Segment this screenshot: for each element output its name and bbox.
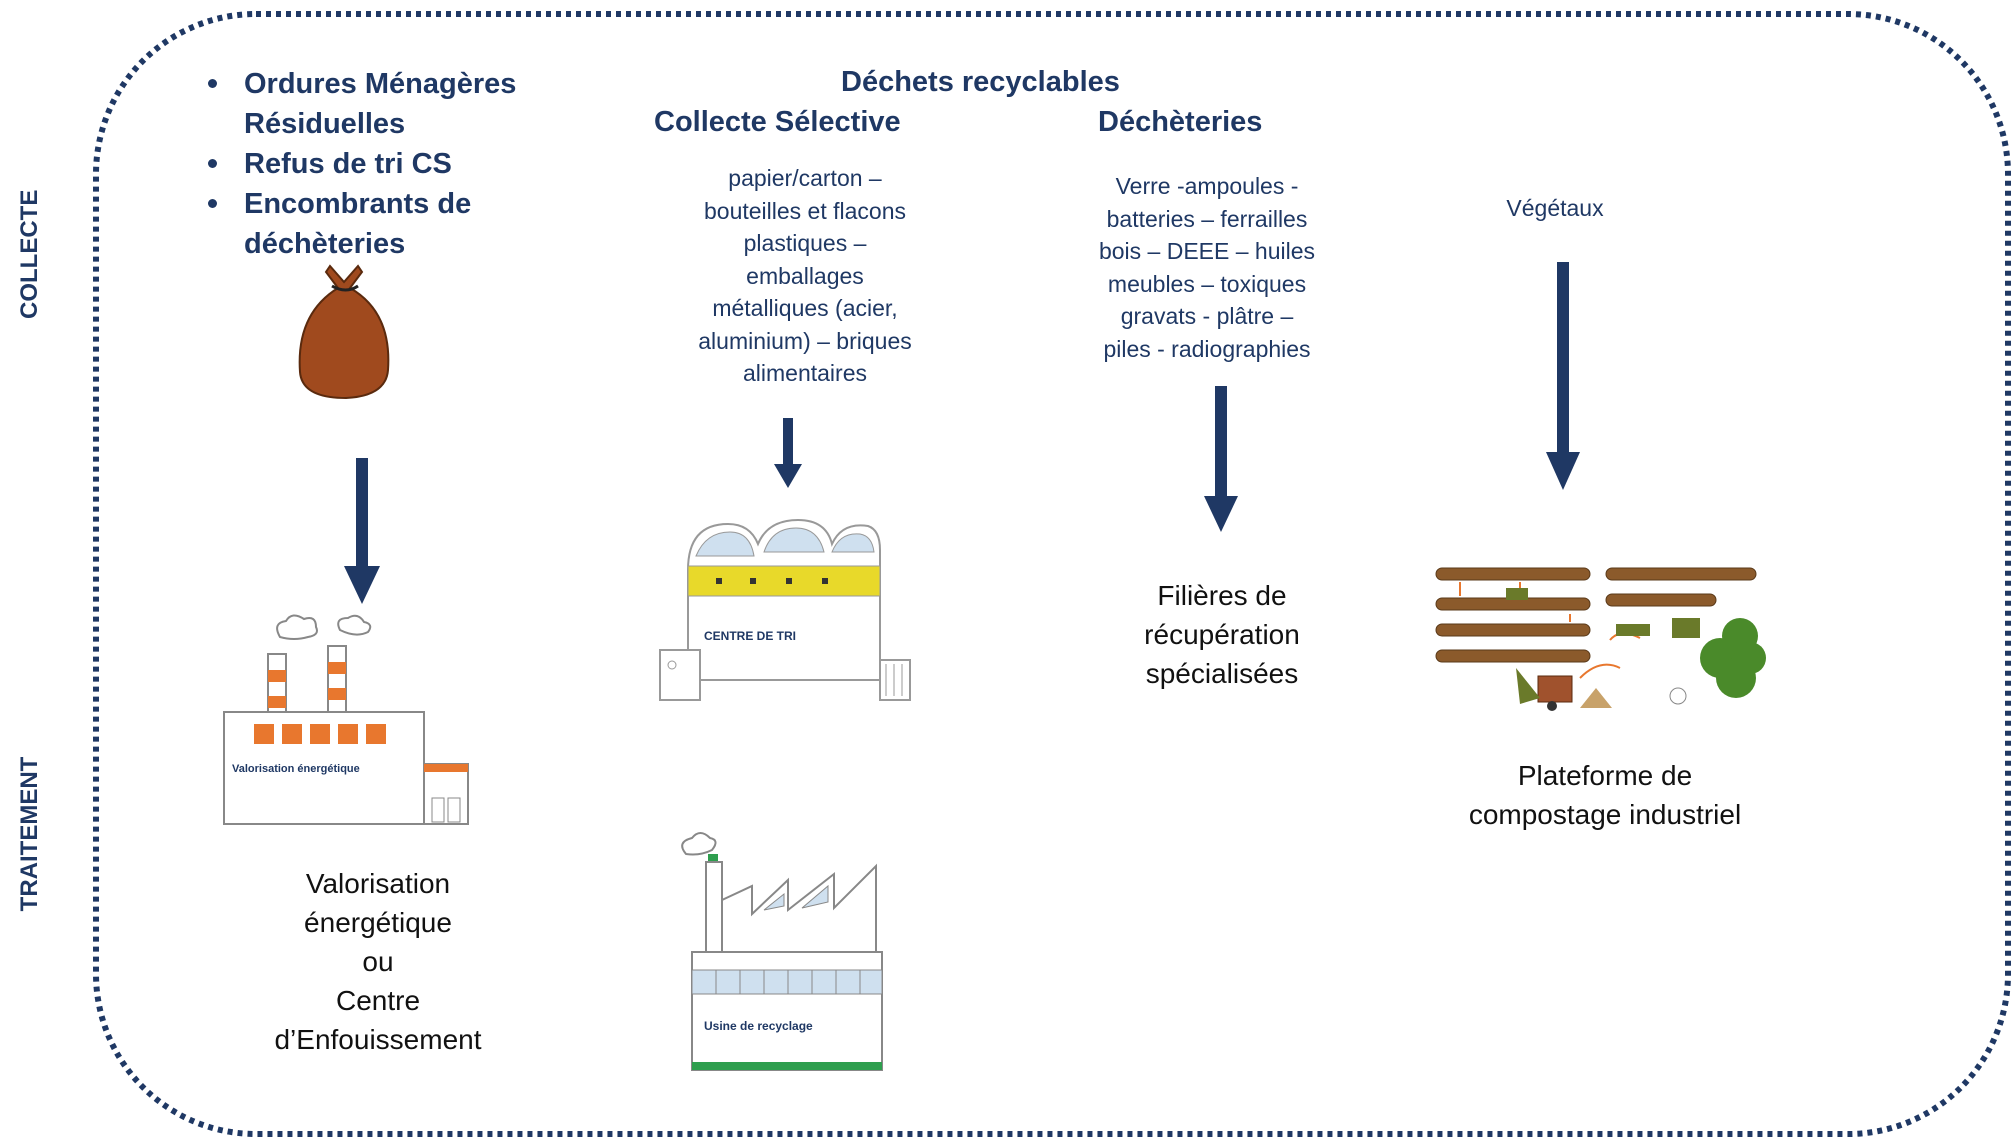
text-line: métalliques (acier,: [712, 295, 898, 321]
sorting-center-label: CENTRE DE TRI: [704, 629, 796, 643]
incinerator-label: Valorisation énergétique: [232, 763, 360, 775]
arrow-down-icon: [1204, 386, 1238, 532]
text-line: alimentaires: [743, 360, 867, 386]
green-result: Plateforme de compostage industriel: [1430, 756, 1780, 834]
text-line: aluminium) – briques: [698, 327, 912, 354]
residual-waste-list: Ordures Ménagères Résiduelles Refus de t…: [208, 64, 538, 264]
side-label-collecte: COLLECTE: [16, 189, 43, 319]
result-line: ou: [362, 946, 394, 977]
green-title: Végétaux: [1506, 195, 1604, 221]
text-line: bouteilles et flacons: [703, 197, 906, 224]
result-line: Centre: [335, 985, 421, 1016]
text-line: papier/carton –: [728, 165, 882, 191]
text-line: batteries – ferrailles: [1106, 205, 1308, 232]
text-line: bois – DEEE – huiles: [1098, 238, 1316, 264]
result-line: spécialisées: [1145, 658, 1299, 689]
list-item: Ordures Ménagères Résiduelles: [208, 64, 538, 144]
text-line: Verre -ampoules -: [1115, 173, 1299, 199]
arrow-down-icon: [1546, 262, 1580, 490]
result-line: récupération: [1144, 619, 1300, 650]
result-line: compostage industriel: [1468, 799, 1742, 830]
result-line: Plateforme de: [1517, 760, 1693, 791]
text-line: emballages: [746, 262, 864, 289]
text-line: piles - radiographies: [1103, 335, 1311, 362]
dechet-list: Verre -ampoules - batteries – ferrailles…: [1062, 170, 1352, 365]
result-line: Filières de: [1157, 580, 1287, 611]
result-line: Valorisation: [305, 868, 451, 899]
list-item: Refus de tri CS: [208, 144, 538, 184]
composting-illustration: [1435, 567, 1766, 711]
text-line: gravats - plâtre –: [1120, 303, 1294, 329]
selective-list: papier/carton – bouteilles et flacons pl…: [660, 162, 950, 390]
list-item: Encombrants de déchèteries: [208, 184, 538, 264]
recyclables-title: Déchets recyclables: [841, 66, 1120, 98]
dotted-frame: [93, 11, 2011, 1137]
recycling-plant-label: Usine de recyclage: [704, 1019, 813, 1033]
recycling-plant-illustration: Usine de recyclage: [681, 832, 883, 1071]
arrow-down-icon: [774, 418, 802, 488]
result-line: énergétique: [304, 907, 452, 938]
sorting-center-illustration: CENTRE DE TRI: [659, 518, 911, 701]
selective-title: Collecte Sélective: [654, 106, 901, 138]
dechet-result: Filières de récupération spécialisées: [1082, 576, 1362, 693]
text-line: meubles – toxiques: [1107, 270, 1307, 297]
incinerator-illustration: Valorisation énergétique: [223, 614, 469, 825]
arrow-down-icon: [344, 458, 380, 604]
garbage-bag-icon: [298, 264, 390, 400]
dechet-title: Déchèteries: [1098, 106, 1263, 138]
text-line: plastiques –: [743, 230, 867, 256]
result-line: d’Enfouissement: [274, 1024, 482, 1055]
side-label-traitement: TRAITEMENT: [16, 756, 43, 912]
residual-result: Valorisation énergétique ou Centre d’Enf…: [248, 864, 508, 1059]
